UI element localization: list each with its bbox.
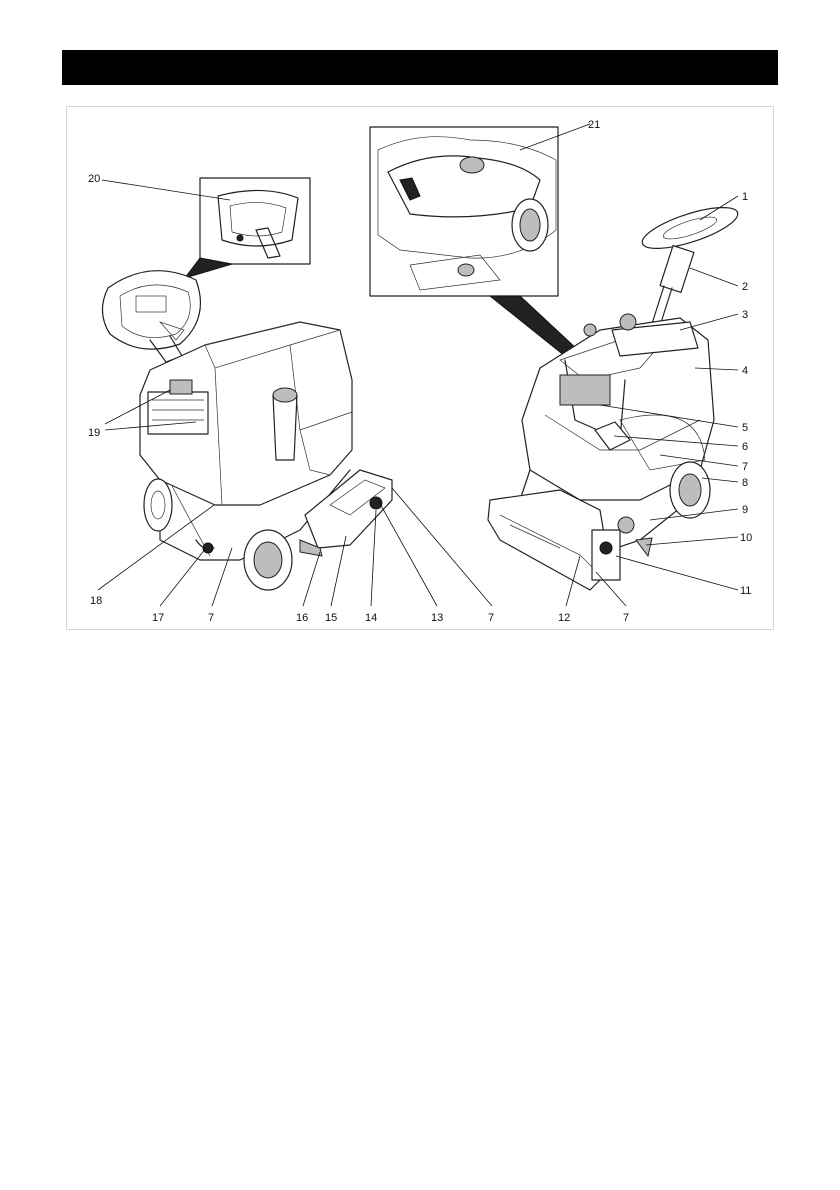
rear-control-panel <box>148 392 208 434</box>
callout-19: 19 <box>88 427 100 439</box>
callout-1: 1 <box>742 191 748 203</box>
callout-18: 18 <box>90 595 102 607</box>
callout-16: 16 <box>296 612 308 624</box>
callout-4: 4 <box>742 365 748 377</box>
callout-7d: 7 <box>208 612 214 624</box>
callout-8: 8 <box>742 477 748 489</box>
callout-6: 6 <box>742 441 748 453</box>
callout-9: 9 <box>742 504 748 516</box>
brush-deck-left <box>305 470 392 548</box>
steering-wheel <box>638 199 742 257</box>
callout-11: 11 <box>740 585 751 597</box>
callout-15: 15 <box>325 612 337 624</box>
callout-5: 5 <box>742 422 748 434</box>
right-machine <box>370 127 742 590</box>
callout-7c: 7 <box>488 612 494 624</box>
callout-3: 3 <box>742 309 748 321</box>
left-machine <box>102 178 392 590</box>
wheel-left-rear <box>144 479 172 531</box>
callout-12: 12 <box>558 612 570 624</box>
callout-2: 2 <box>742 281 748 293</box>
callout-17: 17 <box>152 612 164 624</box>
callout-20: 20 <box>88 173 100 185</box>
callout-7a: 7 <box>742 461 748 473</box>
callout-13: 13 <box>431 612 443 624</box>
inset-pointer-right <box>490 296 578 360</box>
callout-14: 14 <box>365 612 377 624</box>
callout-7b: 7 <box>623 612 629 624</box>
steering-column <box>660 246 694 293</box>
callout-21: 21 <box>588 119 600 131</box>
callout-10: 10 <box>740 532 752 544</box>
